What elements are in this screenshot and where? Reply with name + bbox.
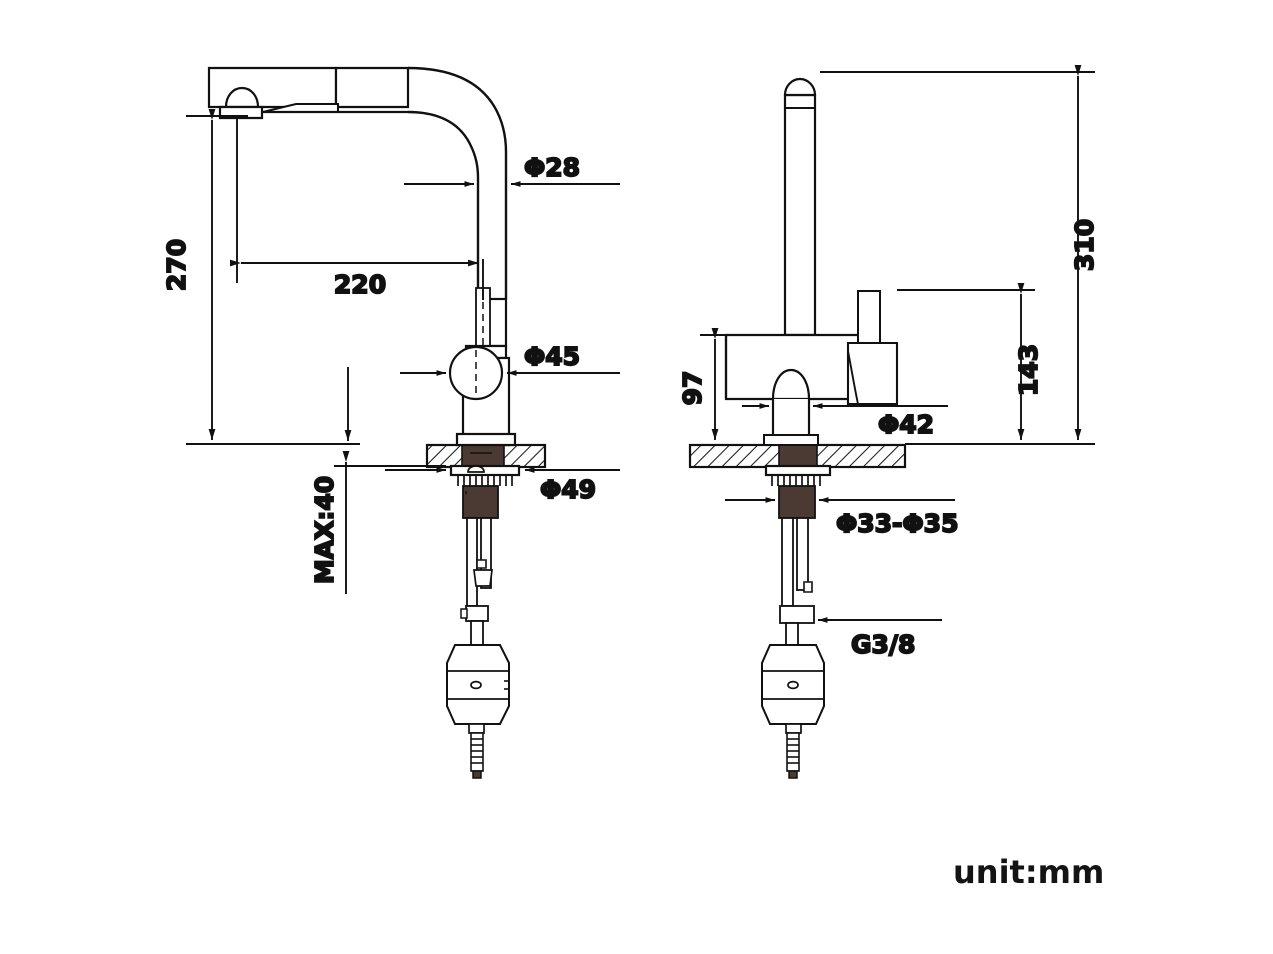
dim-220 bbox=[230, 118, 484, 300]
dim-143-label: 143 bbox=[1014, 344, 1043, 396]
unit-note: unit:mm bbox=[953, 853, 1104, 891]
view-front-right bbox=[688, 77, 907, 779]
dim-270 bbox=[186, 109, 360, 445]
dim-g38-label: G3/8 bbox=[851, 630, 915, 659]
dim-310 bbox=[820, 65, 1095, 445]
faucet-neck-left bbox=[448, 287, 517, 447]
spout-tube-right bbox=[783, 77, 817, 337]
countertop-left bbox=[425, 443, 547, 469]
dim-max40-label: MAX:40 bbox=[310, 476, 339, 584]
dim-phi33-35-label: Φ33-Φ35 bbox=[836, 509, 958, 538]
dim-97-label: 97 bbox=[678, 371, 707, 406]
lever-handle-right bbox=[846, 290, 899, 406]
spout-arm-left bbox=[407, 66, 508, 299]
dim-310-label: 310 bbox=[1070, 219, 1099, 271]
countertop-right bbox=[688, 443, 907, 469]
dim-220-label: 220 bbox=[334, 270, 386, 299]
view-side-left bbox=[207, 66, 547, 779]
dim-phi42-label: Φ42 bbox=[878, 410, 934, 439]
dimensions-left-view: 270 220 Φ28 Φ45 Φ49 bbox=[161, 109, 620, 594]
dim-phi45-label: Φ45 bbox=[524, 342, 580, 371]
dim-143 bbox=[897, 283, 1035, 440]
dim-phi49-label: Φ49 bbox=[540, 475, 596, 504]
dim-97 bbox=[700, 328, 770, 440]
undercounter-assembly-left bbox=[446, 464, 521, 779]
dim-max40 bbox=[334, 367, 446, 594]
dimensions-right-view: 310 143 97 Φ42 Φ33-Φ35 G3/8 bbox=[677, 65, 1100, 660]
undercounter-assembly-right bbox=[761, 464, 832, 779]
spout-head-left bbox=[207, 66, 410, 120]
dim-270-label: 270 bbox=[162, 239, 191, 291]
dim-phi28-label: Φ28 bbox=[524, 153, 580, 182]
